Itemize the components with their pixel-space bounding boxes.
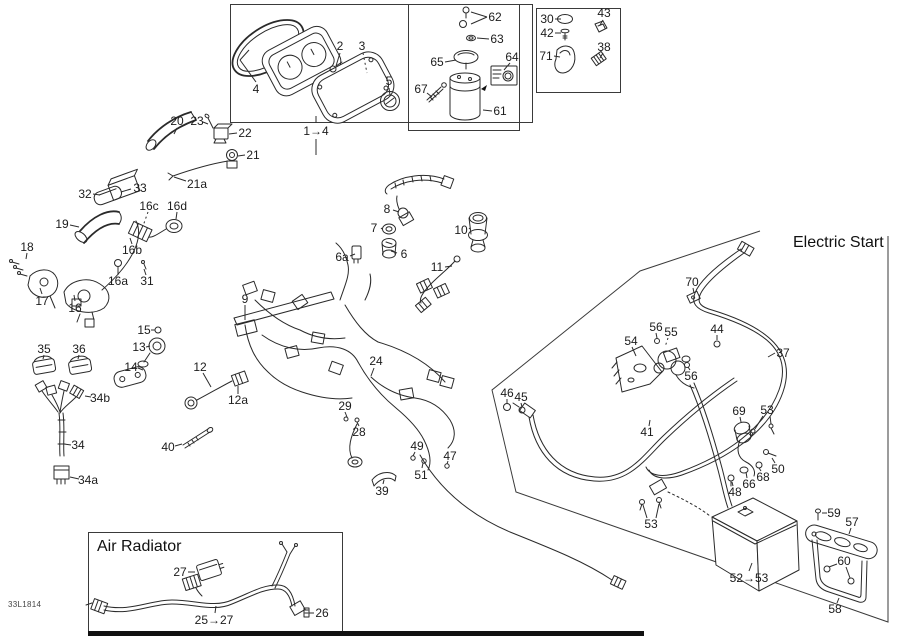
leader-53 bbox=[642, 504, 648, 519]
leader-69 bbox=[739, 416, 742, 423]
leader-14 bbox=[137, 367, 144, 371]
leader-24 bbox=[370, 367, 375, 377]
lower-left-parts-group bbox=[32, 326, 249, 485]
leader-35 bbox=[42, 354, 45, 360]
leader-10 bbox=[468, 227, 471, 230]
leader-4 bbox=[239, 49, 250, 61]
vent-hose-group bbox=[145, 111, 238, 181]
gauge-cluster-exploded bbox=[231, 19, 400, 124]
leader-6a bbox=[349, 253, 356, 257]
leader-28 bbox=[356, 421, 360, 427]
oil-reservoir-exploded bbox=[426, 6, 518, 121]
air-radiator-label: Air Radiator bbox=[97, 538, 182, 555]
handlebar-controls-group bbox=[9, 168, 183, 328]
leader-57 bbox=[848, 527, 852, 535]
leader-47 bbox=[446, 460, 449, 465]
leader-20 bbox=[173, 127, 178, 135]
leader-61 bbox=[482, 109, 493, 112]
leader-60 bbox=[845, 566, 851, 579]
main-wiring-harness bbox=[182, 242, 627, 590]
leader-22 bbox=[228, 132, 238, 135]
leader-65 bbox=[444, 59, 457, 63]
leader-60 bbox=[828, 563, 838, 568]
leader-3 bbox=[362, 52, 368, 74]
page-code: 33L1814 bbox=[8, 600, 42, 609]
leader-41 bbox=[648, 419, 651, 427]
center-sensors-group bbox=[351, 174, 488, 314]
leader-66 bbox=[745, 471, 748, 479]
leader-43 bbox=[599, 19, 604, 26]
electric-start-region-outline bbox=[491, 230, 889, 623]
leader-34a bbox=[69, 476, 80, 480]
leader-70 bbox=[692, 287, 695, 294]
bottom-bar bbox=[88, 631, 644, 636]
leader-36 bbox=[77, 354, 80, 360]
leader-33 bbox=[120, 188, 132, 193]
leader-67 bbox=[426, 92, 433, 98]
leader-38 bbox=[599, 52, 604, 59]
electric-start-group bbox=[503, 240, 878, 603]
leader-40 bbox=[174, 443, 183, 447]
leader-71 bbox=[553, 55, 561, 58]
leader-68 bbox=[758, 467, 762, 472]
leader-53 bbox=[754, 415, 764, 430]
gauge-box bbox=[230, 4, 533, 123]
leader-62 bbox=[470, 16, 488, 25]
leader-25→27 bbox=[214, 605, 217, 614]
leader-45 bbox=[520, 402, 523, 408]
leader-52→53 bbox=[748, 562, 753, 572]
leader-64 bbox=[503, 62, 511, 71]
leader-5 bbox=[388, 87, 391, 96]
leader-12 bbox=[202, 372, 212, 388]
leader-8 bbox=[392, 209, 400, 213]
leader-63 bbox=[476, 37, 490, 40]
leader-21 bbox=[237, 154, 246, 157]
leader-6 bbox=[390, 250, 398, 254]
leader-4 bbox=[239, 59, 257, 83]
leader-49 bbox=[412, 451, 416, 457]
fastener-box bbox=[536, 8, 621, 93]
leader-29 bbox=[344, 411, 348, 418]
leader-62 bbox=[470, 11, 488, 18]
oil-reservoir-box bbox=[408, 4, 520, 131]
leader-23 bbox=[202, 121, 209, 125]
leader-32 bbox=[92, 193, 101, 196]
leader-53 bbox=[655, 503, 660, 519]
leader-48 bbox=[731, 481, 734, 487]
leader-16b bbox=[129, 237, 133, 245]
leader-58 bbox=[836, 597, 840, 604]
leader-16c bbox=[142, 211, 149, 227]
leader-55 bbox=[664, 337, 669, 348]
leader-16d bbox=[175, 211, 178, 220]
air-radiator-harness-group bbox=[85, 541, 310, 618]
leader-34b bbox=[84, 395, 92, 398]
leader-11 bbox=[444, 265, 453, 268]
leader-37 bbox=[767, 352, 776, 358]
leader-16 bbox=[73, 294, 76, 302]
leader-56 bbox=[655, 332, 658, 339]
leader-19 bbox=[69, 224, 80, 228]
electric-start-label: Electric Start bbox=[793, 234, 884, 251]
leader-18 bbox=[25, 252, 28, 260]
fasteners-exploded bbox=[554, 14, 608, 74]
leader-7 bbox=[380, 227, 383, 230]
leader-50 bbox=[771, 457, 776, 464]
leader-31 bbox=[143, 268, 147, 276]
leader-56 bbox=[687, 366, 691, 371]
leader-39 bbox=[382, 479, 385, 485]
leader-21a bbox=[173, 176, 187, 182]
leader-2 bbox=[335, 52, 341, 67]
leader-lines bbox=[25, 11, 852, 614]
leader-54 bbox=[631, 346, 637, 357]
leader-34 bbox=[63, 443, 72, 446]
leader-53 bbox=[769, 415, 772, 425]
leader-17 bbox=[39, 287, 43, 295]
leader-13 bbox=[145, 345, 151, 348]
leader-51 bbox=[421, 462, 424, 469]
